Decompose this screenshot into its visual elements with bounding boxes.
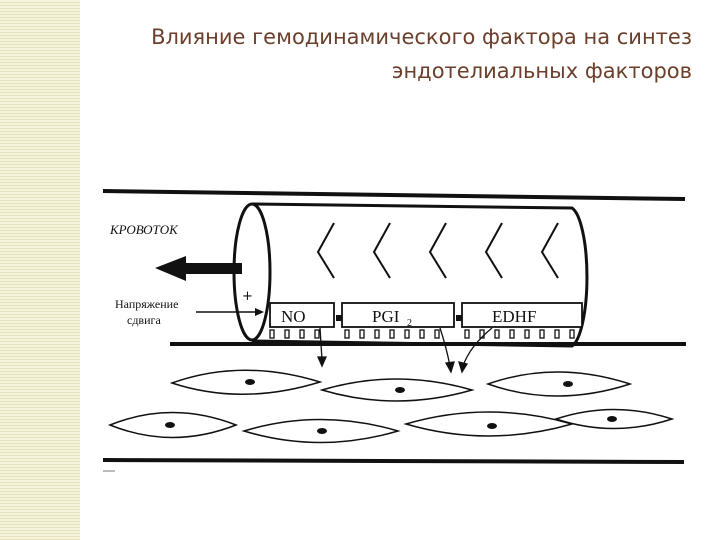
edhf-release-arrow [462, 327, 493, 367]
shear-stress-arrow [196, 308, 264, 316]
cell-nucleus [607, 416, 617, 422]
no-release-arrow [319, 327, 323, 361]
chevron-4 [484, 222, 503, 279]
shear-stress-label-line1: Напряжение [115, 297, 178, 311]
factor-box-edhf: EDHF [461, 302, 583, 328]
slide-title: Влияние гемодинамического фактора на син… [92, 20, 692, 88]
title-line-1: Влияние гемодинамического фактора на син… [151, 25, 692, 49]
cell-nucleus [245, 379, 255, 385]
chevron-5 [540, 222, 559, 279]
cell-outline [553, 408, 675, 430]
release-arrows [316, 327, 493, 374]
cell-outline [169, 369, 323, 395]
box-connector-1 [336, 315, 342, 321]
pgi2-release-arrow [439, 327, 451, 367]
title-line-2: эндотелиальных факторов [391, 59, 692, 83]
cell-nucleus [487, 423, 497, 429]
box-connector-2 [456, 315, 462, 321]
cell-outline [241, 418, 401, 444]
factor-pgi-subscript: 2 [407, 318, 412, 329]
factor-edhf-label: EDHF [492, 307, 536, 326]
cell-nucleus [563, 381, 573, 387]
cell-layer [107, 369, 675, 444]
blood-flow-arrow [155, 256, 242, 281]
cell-nucleus [165, 422, 175, 428]
cell-nucleus [395, 387, 405, 393]
cell-outline [485, 371, 633, 397]
vessel-wall-bottom [102, 458, 685, 464]
factor-no-label: NO [281, 307, 306, 326]
flow-chevrons [316, 222, 559, 279]
cell-nuclei [165, 379, 617, 434]
factor-box-no: NO [269, 302, 335, 328]
factor-box-pgi2: PGI 2 [341, 302, 455, 329]
decorative-side-stripe [0, 0, 80, 540]
cell-outline [107, 411, 239, 439]
vessel-wall-top [102, 189, 686, 201]
chevron-2 [372, 222, 391, 279]
chevron-1 [316, 222, 335, 279]
chevron-3 [428, 222, 447, 279]
plus-sign: + [242, 289, 253, 304]
cell-outline [319, 378, 475, 402]
membrane-pores [269, 329, 575, 339]
factor-pgi-label: PGI [372, 307, 400, 326]
shear-stress-label-line2: сдвига [127, 313, 161, 327]
blood-flow-label: КРОВОТОК [109, 222, 179, 237]
cell-nucleus [317, 428, 327, 434]
